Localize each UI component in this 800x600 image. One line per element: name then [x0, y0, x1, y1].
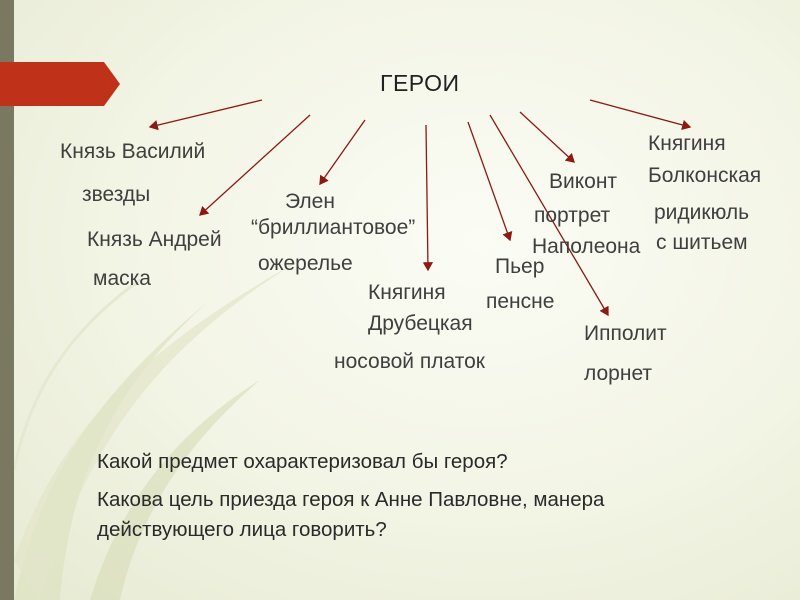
hero-andrey-name: Князь Андрей [87, 228, 222, 251]
hero-vikont-item-line2: Наполеона [532, 235, 641, 258]
hero-vikont-item-line1: портрет [534, 204, 611, 227]
accent-tab [0, 62, 120, 106]
hero-drubetskaya-line2: Друбецкая [368, 312, 473, 335]
slide-title: ГЕРОИ [380, 70, 460, 96]
hero-vasily-name: Князь Василий [60, 140, 206, 163]
question-2-line2: действующего лица говорить? [97, 518, 387, 541]
hero-pierre-name: Пьер [495, 255, 545, 278]
hero-bolkonskaya-line1: Княгиня [648, 132, 726, 155]
hero-bolkonskaya-item-line1: ридикюль [654, 201, 750, 224]
hero-ippolit-item: лорнет [584, 362, 653, 385]
hero-elen-item-line2: ожерелье [258, 252, 353, 275]
question-2-line1: Какова цель приезда героя к Анне Павловн… [97, 488, 605, 511]
arrow-pierre [467, 121, 513, 242]
arrow-bolkonskaya [589, 99, 692, 130]
arrow-vikont [519, 111, 575, 163]
hero-vasily-item: звезды [82, 183, 151, 206]
arrow-vasily [148, 99, 263, 131]
hero-andrey-item: маска [93, 267, 151, 290]
hero-drubetskaya-line1: Княгиня [368, 281, 446, 304]
hero-pierre-item: пенсне [486, 290, 555, 313]
sidebar-stripe [0, 0, 14, 600]
arrow-ippolit [489, 114, 609, 317]
hero-bolkonskaya-line2: Болконская [648, 164, 762, 187]
hero-drubetskaya-item: носовой платок [334, 350, 485, 373]
hero-elen-item-line1: “бриллиантовое” [251, 216, 416, 239]
question-1: Какой предмет охарактеризовал бы героя? [97, 450, 508, 473]
hero-ippolit-name: Ипполит [584, 322, 667, 345]
hero-vikont-name: Виконт [549, 170, 618, 193]
hero-bolkonskaya-item-line2: с шитьем [656, 231, 748, 254]
hero-elen-name: Элен [285, 190, 335, 213]
arrow-drubetskaya [422, 124, 434, 272]
arrow-andrey [199, 114, 311, 216]
arrow-elen [319, 119, 366, 186]
